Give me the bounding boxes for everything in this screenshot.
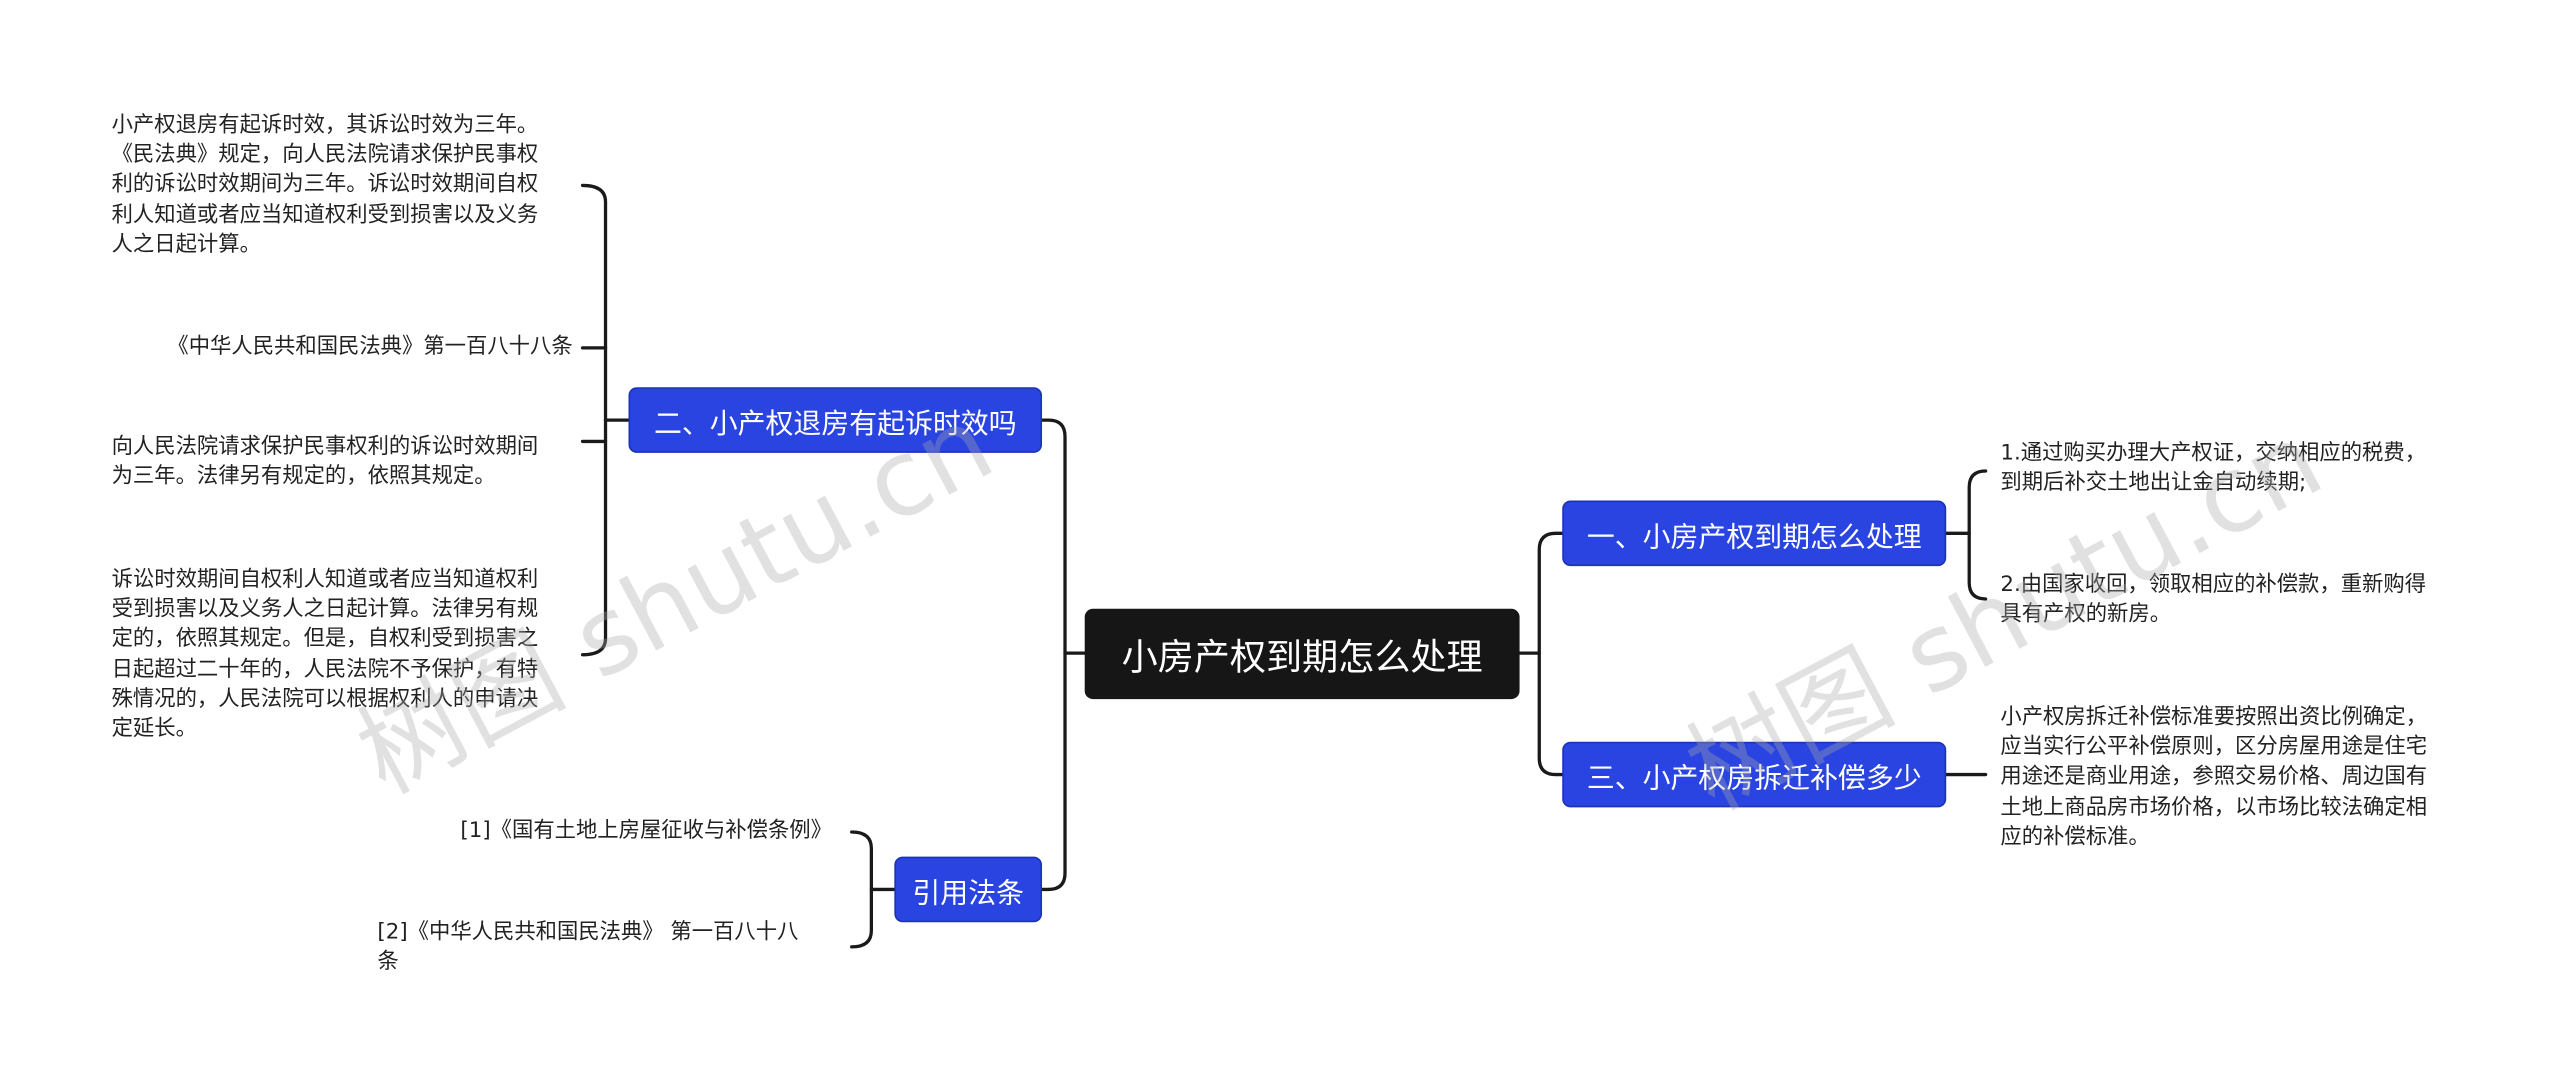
branch-node-4[interactable]: 引用法条 [894, 856, 1043, 923]
leaf-b2-3[interactable]: 向人民法院请求保护民事权利的诉讼时效期间 为三年。法律另有规定的，依照其规定。 [111, 434, 539, 490]
branch-node-2-label: 二、小产权退房有起诉时效吗 [653, 407, 1017, 441]
root-node-label: 小房产权到期怎么处理 [1121, 637, 1483, 679]
leaf-b2-2[interactable]: 《中华人民共和国民法典》第一百八十八条 [167, 334, 573, 360]
connector-b4-leaves [850, 830, 874, 949]
leaf-b1-1[interactable]: 1.通过购买办理大产权证，交纳相应的税费， 到期后补交土地出让金自动续期; [2000, 441, 2427, 496]
connector-to-b1 [1537, 531, 1564, 777]
leaf-b2-4[interactable]: 诉讼时效期间自权利人知道或者应当知道权利 受到损害以及义务人之日起计算。法律另有… [111, 567, 539, 742]
connector-to-b2 [1040, 418, 1067, 892]
branch-node-4-label: 引用法条 [912, 877, 1024, 910]
leaf-b4-1[interactable]: [1]《国有土地上房屋征收与补偿条例》 [460, 818, 832, 844]
branch-node-3[interactable]: 三、小产权房拆迁补偿多少 [1562, 741, 1947, 808]
root-node[interactable]: 小房产权到期怎么处理 [1084, 608, 1520, 700]
connector-b2-leaves [580, 183, 608, 657]
connector-b1-leaves [1967, 469, 1988, 601]
leaf-b1-2[interactable]: 2.由国家收回，领取相应的补偿款，重新购得 具有产权的新房。 [2000, 572, 2427, 628]
leaf-b2-1[interactable]: 小产权退房有起诉时效，其诉讼时效为三年。 《民法典》规定，向人民法院请求保护民事… [111, 113, 539, 258]
branch-node-2[interactable]: 二、小产权退房有起诉时效吗 [628, 387, 1043, 453]
leaf-b3-1[interactable]: 小产权房拆迁补偿标准要按照出资比例确定， 应当实行公平补偿原则，区分房屋用途是住… [2000, 705, 2428, 850]
branch-node-1[interactable]: 一、小房产权到期怎么处理 [1562, 500, 1947, 567]
branch-node-3-label: 三、小产权房拆迁补偿多少 [1586, 762, 1922, 796]
branch-node-1-label: 一、小房产权到期怎么处理 [1586, 521, 1922, 554]
leaf-b4-2[interactable]: [2]《中华人民共和国民法典》 第一百八十八 条 [377, 920, 799, 976]
